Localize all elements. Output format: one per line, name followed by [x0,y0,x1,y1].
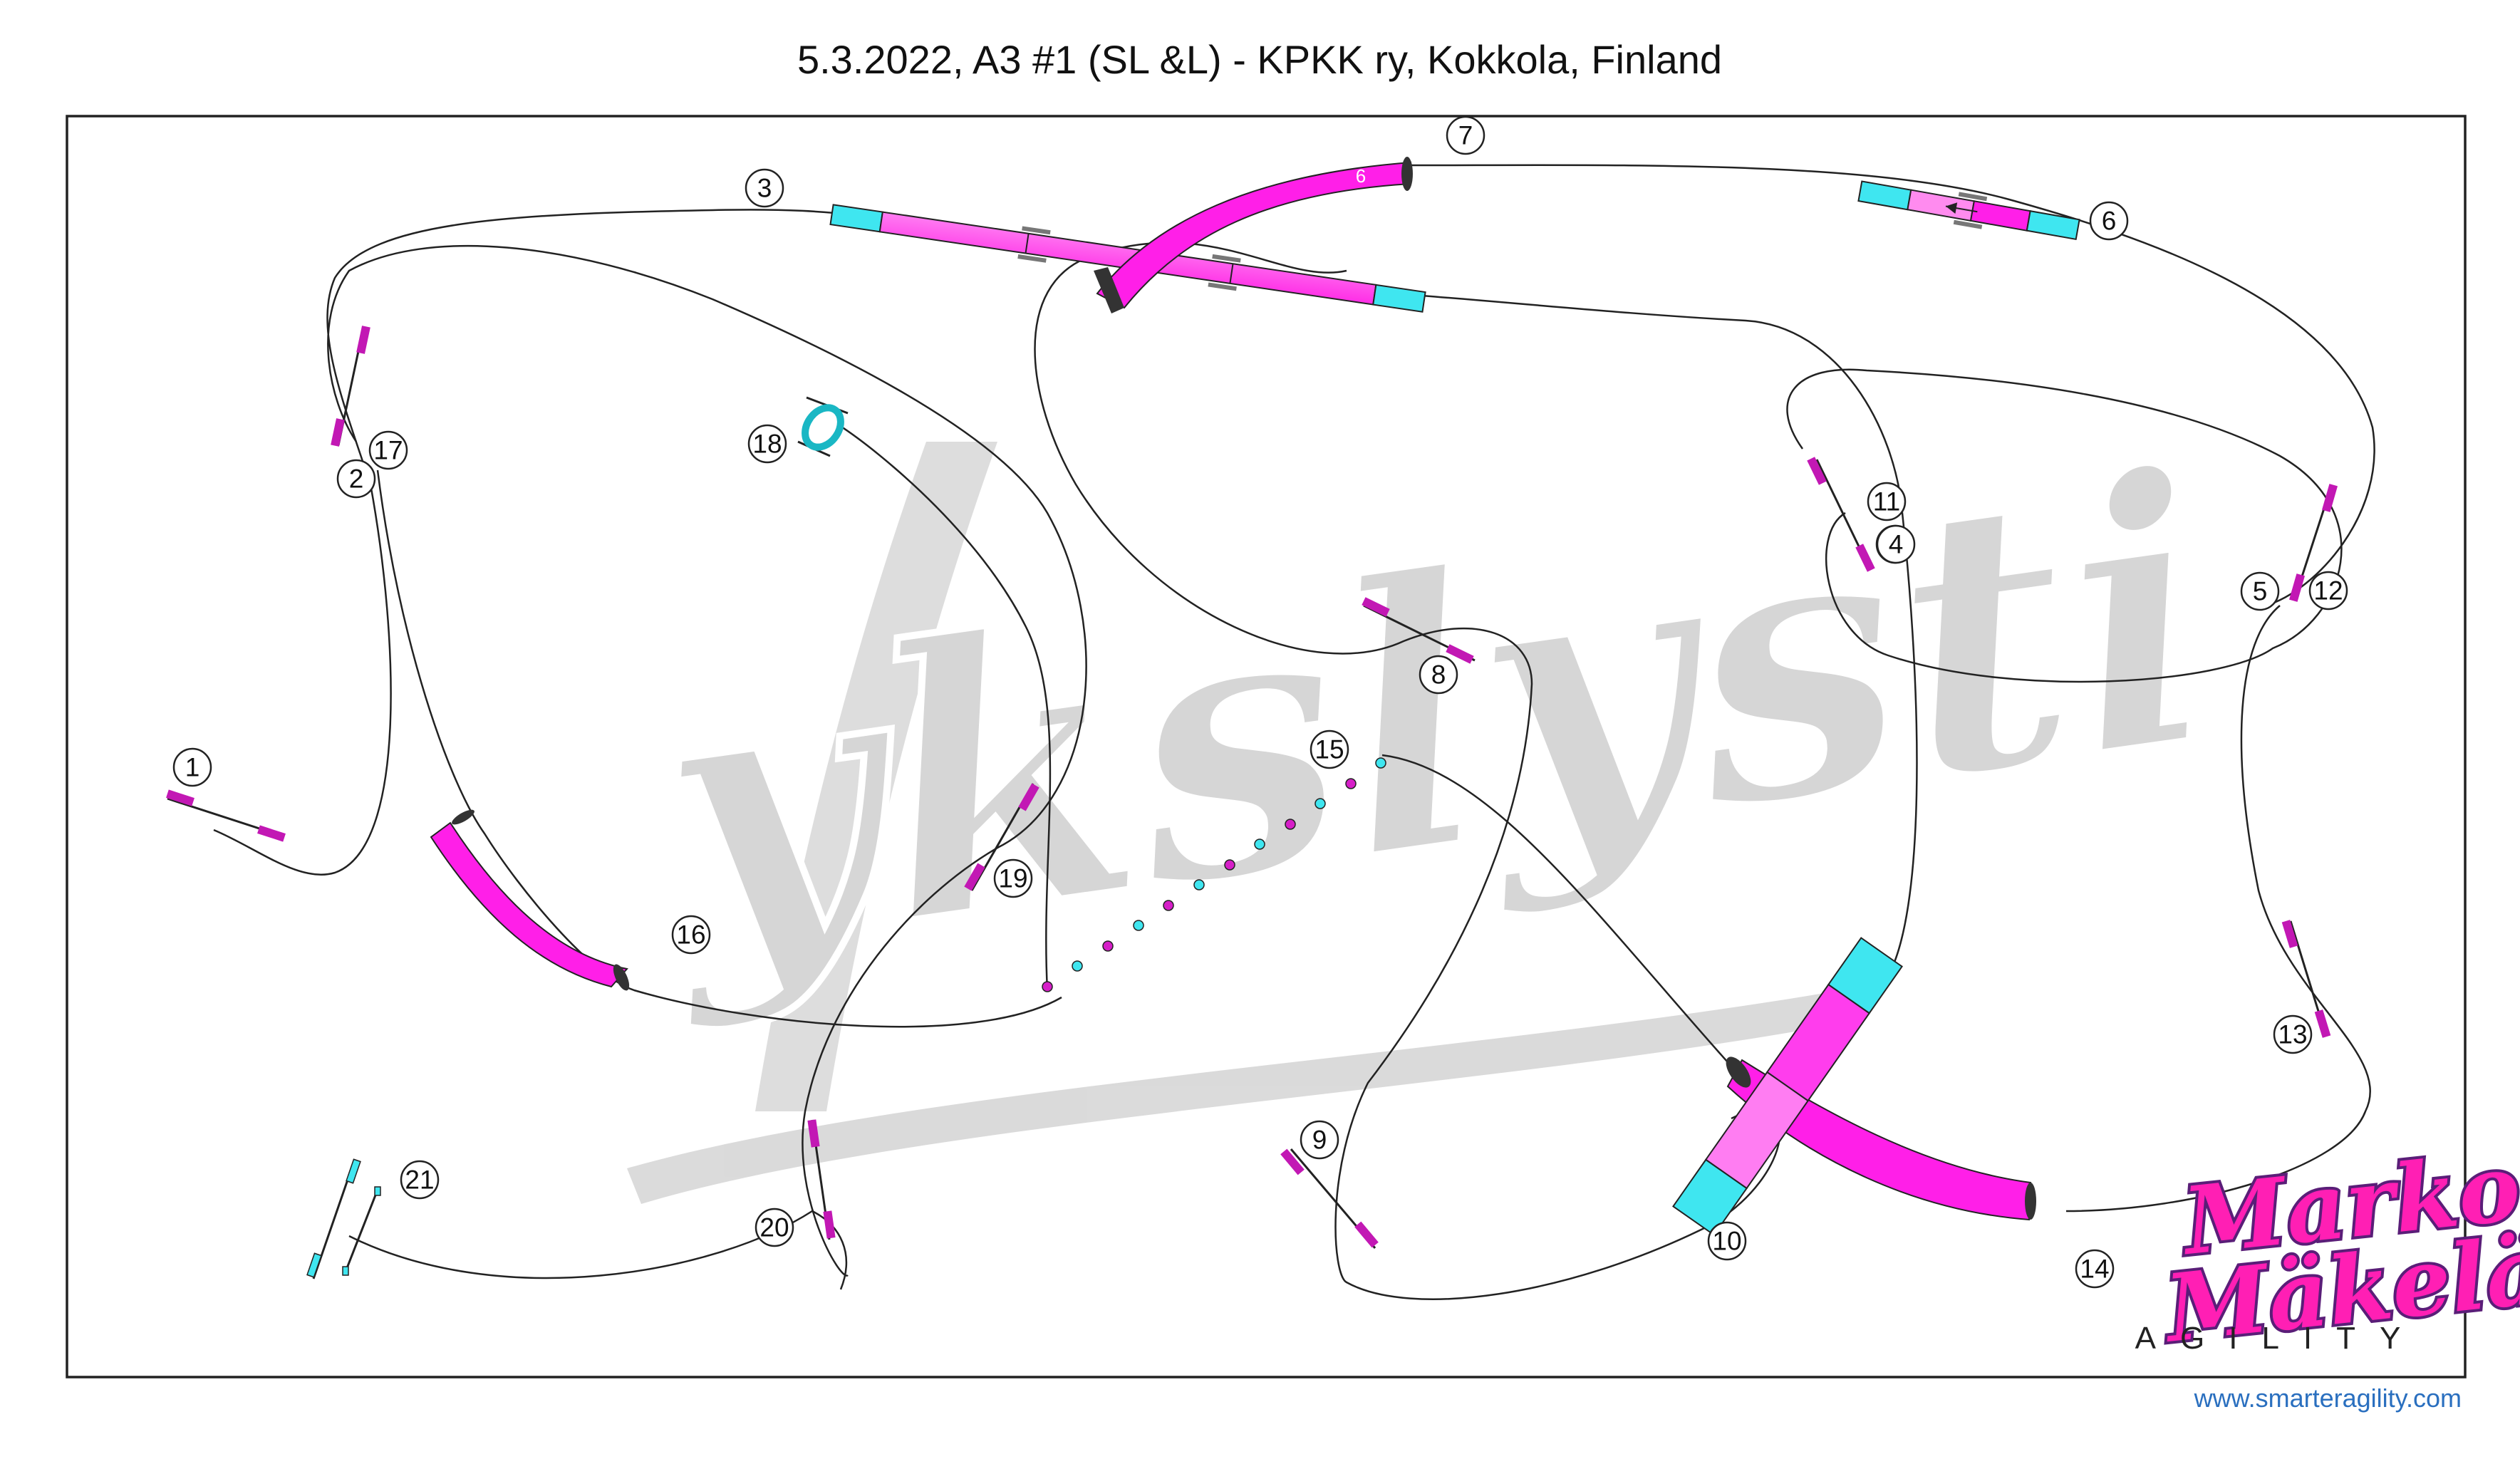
logo-tagline: AGILITY [2135,1321,2425,1356]
svg-text:5: 5 [2253,577,2268,606]
svg-text:17: 17 [373,436,403,465]
number-markers: 1 2 3 4 5 6 7 8 9 10 11 4 12 13 14 15 16… [172,115,2348,1289]
watermark-text: ykslysti [624,391,2238,1040]
svg-text:18: 18 [752,430,782,459]
marker-13: 13 [2273,1014,2313,1054]
jump-5-12 [2288,484,2338,602]
brand-logo: Marko Mäkelä AGILITY [2135,1129,2520,1366]
jump-9 [1280,1148,1379,1249]
jump-2-17 [331,326,370,447]
marker-16: 16 [671,915,711,955]
svg-text:10: 10 [1712,1227,1741,1256]
svg-text:2: 2 [349,464,364,494]
jump-20 [807,1119,836,1240]
svg-text:14: 14 [2080,1255,2109,1284]
tunnel-16-label: 4 [479,836,489,856]
marker-18: 18 [747,424,787,464]
tire-18 [797,396,849,457]
svg-text:3: 3 [757,174,772,203]
jump-11-4 [1807,457,1875,572]
svg-text:7: 7 [1458,121,1473,150]
tunnel-16: 4 [430,809,630,991]
svg-text:15: 15 [1315,735,1344,764]
svg-text:21: 21 [405,1165,434,1195]
marker-10: 10 [1707,1221,1747,1261]
website-link[interactable]: www.smarteragility.com [2194,1383,2462,1413]
svg-text:11: 11 [1873,487,1900,516]
svg-text:16: 16 [676,920,705,950]
svg-text:8: 8 [1431,660,1446,690]
a-frame-10 [1672,937,1903,1236]
marker-20: 20 [755,1208,794,1247]
tunnel-7: 6 [1094,157,1413,313]
arena-border [66,115,2467,1378]
marker-9: 9 [1300,1120,1339,1160]
svg-text:12: 12 [2313,576,2343,606]
marker-11: 11 [1867,482,1907,521]
marker-21: 21 [400,1160,440,1200]
svg-text:1: 1 [185,753,200,782]
svg-text:6: 6 [2102,207,2117,236]
marker-4b: 4 [1876,524,1916,564]
svg-text:4: 4 [1889,530,1904,559]
marker-12: 12 [2308,571,2348,611]
marker-14: 14 [2075,1249,2115,1289]
marker-3: 3 [745,168,784,208]
svg-text:20: 20 [759,1213,789,1242]
tunnel-7-label: 6 [1356,165,1366,187]
svg-text:13: 13 [2278,1020,2307,1049]
course-title: 5.3.2022, A3 #1 (SL &L) - KPKK ry, Kokko… [797,37,1722,82]
long-jump-21 [306,1158,381,1279]
marker-6: 6 [2089,201,2129,241]
seesaw-6 [1857,180,2080,241]
marker-2: 2 [336,459,376,499]
marker-5: 5 [2240,571,2280,611]
marker-17: 17 [368,430,408,470]
jump-8 [1362,597,1476,664]
marker-1: 1 [172,747,212,787]
marker-15: 15 [1310,730,1349,769]
dog-path [213,164,2375,1300]
jump-1 [166,789,286,842]
weave-poles-15 [1042,757,1386,992]
svg-text:9: 9 [1312,1126,1327,1155]
marker-7: 7 [1446,115,1485,155]
svg-text:19: 19 [998,864,1027,893]
jump-19 [964,783,1039,891]
marker-8: 8 [1419,655,1458,695]
jump-13 [2281,920,2331,1038]
marker-19: 19 [993,858,1033,898]
watermark-logo: ykslysti [621,388,2241,1204]
